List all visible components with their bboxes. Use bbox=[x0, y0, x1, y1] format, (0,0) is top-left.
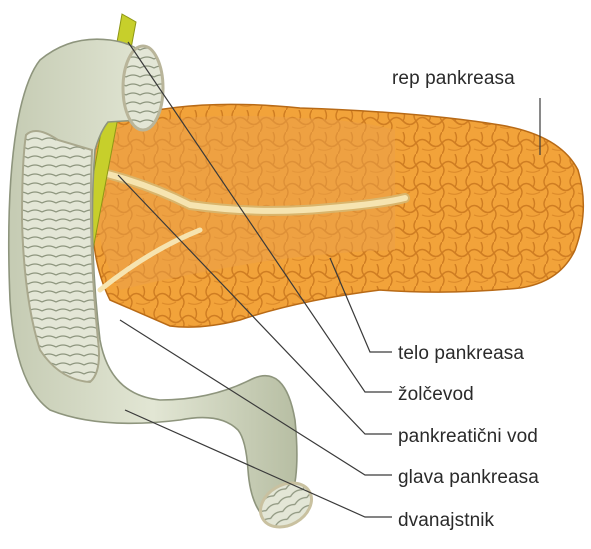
label-glava-pankreasa: glava pankreasa bbox=[398, 467, 539, 489]
label-dvanajstnik: dvanajstnik bbox=[398, 510, 494, 532]
label-pankreaticni-vod: pankreatični vod bbox=[398, 426, 538, 448]
label-telo-pankreasa: telo pankreasa bbox=[398, 343, 524, 365]
pancreas-body bbox=[92, 104, 584, 327]
label-rep-pankreasa: rep pankreasa bbox=[392, 68, 515, 90]
label-zolcevod: žolčevod bbox=[398, 384, 474, 406]
